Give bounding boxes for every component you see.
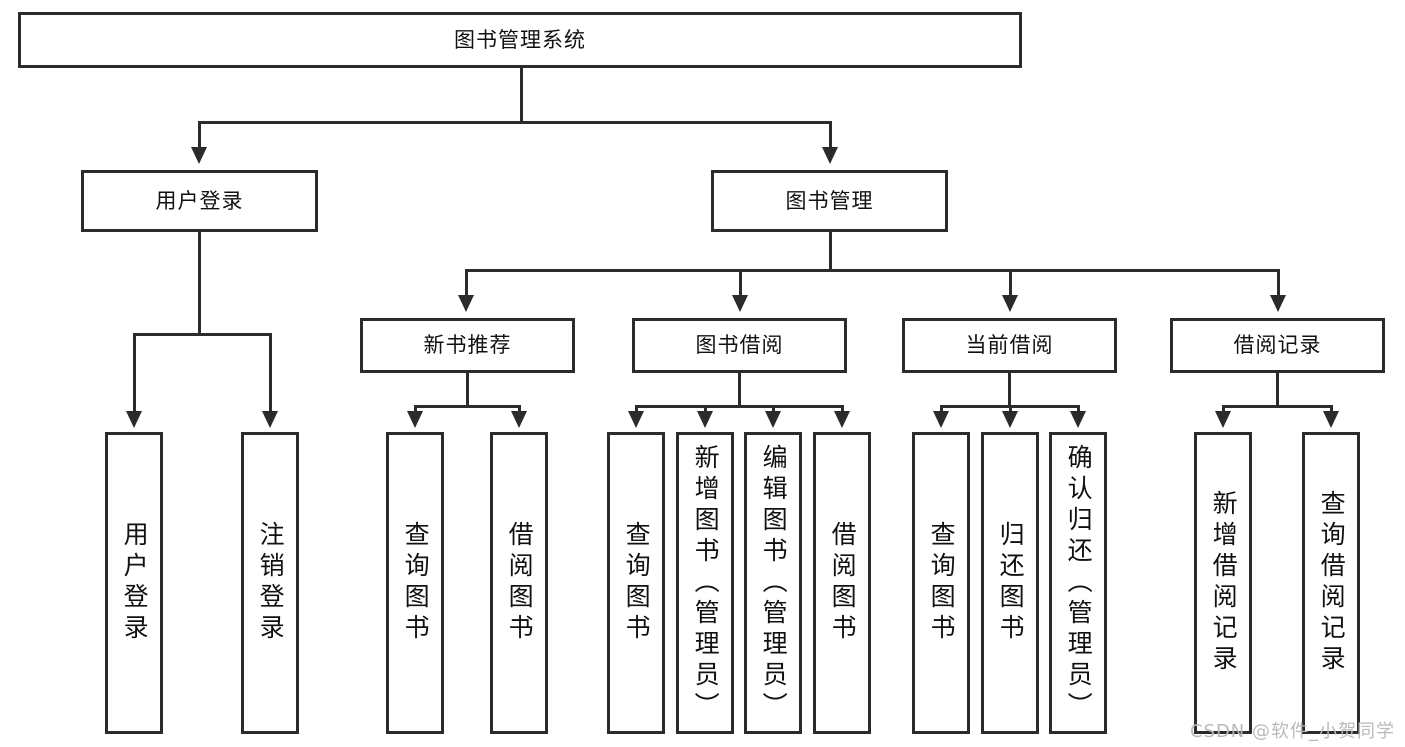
connector-nb-to-leaf-0 [414, 405, 417, 413]
node-root-book-management-system[interactable]: 图书管理系统 [18, 12, 1022, 68]
leaf-book-borrow-1[interactable]: 新增图书（管理员） [676, 432, 734, 734]
arrowhead-bb-to-leaf-0 [628, 411, 644, 428]
connector-root-stem [520, 68, 523, 124]
node-label: 确认归还（管理员） [1064, 443, 1094, 723]
node-label: 当前借阅 [965, 333, 1054, 358]
connector-book-management-stem [829, 232, 832, 272]
arrowhead-br-to-leaf-0 [1215, 411, 1231, 428]
connector-book-borrow-bus [635, 405, 844, 408]
connector-root-to-book-management [829, 121, 832, 149]
connector-root-bus [198, 121, 832, 124]
leaf-user-login-0[interactable]: 用户登录 [105, 432, 163, 734]
connector-bm-to-borrow-record [1277, 269, 1280, 297]
node-label: 查询图书 [622, 521, 652, 645]
node-label: 查询图书 [927, 521, 957, 645]
connector-bb-to-leaf-3 [841, 405, 844, 413]
connector-cb-to-leaf-2 [1077, 405, 1080, 413]
connector-bb-to-leaf-0 [635, 405, 638, 413]
arrowhead-user-login-to-leaf-0 [126, 411, 142, 428]
arrowhead-bb-to-leaf-3 [834, 411, 850, 428]
node-label: 查询借阅记录 [1317, 490, 1347, 676]
node-label: 用户登录 [120, 521, 150, 645]
connector-book-borrow-stem [738, 373, 741, 408]
leaf-current-borrow-1[interactable]: 归还图书 [981, 432, 1039, 734]
node-new-book-recommend[interactable]: 新书推荐 [360, 318, 575, 373]
arrowhead-bb-to-leaf-2 [765, 411, 781, 428]
arrowhead-bm-to-book-borrow [732, 295, 748, 312]
arrowhead-cb-to-leaf-0 [933, 411, 949, 428]
node-book-management[interactable]: 图书管理 [711, 170, 948, 232]
connector-br-to-leaf-1 [1330, 405, 1333, 413]
arrowhead-bm-to-new-book [458, 295, 474, 312]
connector-cb-to-leaf-0 [940, 405, 943, 413]
arrowhead-user-login-to-leaf-1 [262, 411, 278, 428]
node-current-borrow[interactable]: 当前借阅 [902, 318, 1117, 373]
connector-user-login-to-leaf-0 [133, 333, 136, 413]
arrowhead-nb-to-leaf-0 [407, 411, 423, 428]
node-label: 图书借阅 [695, 333, 784, 358]
leaf-book-borrow-3[interactable]: 借阅图书 [813, 432, 871, 734]
connector-user-login-stem [198, 232, 201, 336]
arrowhead-cb-to-leaf-2 [1070, 411, 1086, 428]
node-label: 新书推荐 [423, 333, 512, 358]
leaf-borrow-record-1[interactable]: 查询借阅记录 [1302, 432, 1360, 734]
leaf-book-borrow-2[interactable]: 编辑图书（管理员） [744, 432, 802, 734]
connector-current-borrow-stem [1008, 373, 1011, 408]
node-label: 新增图书（管理员） [691, 443, 721, 723]
connector-new-book-bus [414, 405, 521, 408]
leaf-new-book-recommend-0[interactable]: 查询图书 [386, 432, 444, 734]
connector-borrow-record-bus [1222, 405, 1333, 408]
node-label: 用户登录 [155, 188, 244, 213]
connector-bm-to-new-book [465, 269, 468, 297]
node-label: 借阅记录 [1233, 333, 1322, 358]
connector-user-login-to-leaf-1 [269, 333, 272, 413]
leaf-current-borrow-0[interactable]: 查询图书 [912, 432, 970, 734]
leaf-current-borrow-2[interactable]: 确认归还（管理员） [1049, 432, 1107, 734]
connector-root-to-user-login [198, 121, 201, 149]
connector-bm-to-current-borrow [1009, 269, 1012, 297]
leaf-new-book-recommend-1[interactable]: 借阅图书 [490, 432, 548, 734]
leaf-book-borrow-0[interactable]: 查询图书 [607, 432, 665, 734]
arrowhead-bb-to-leaf-1 [697, 411, 713, 428]
connector-bb-to-leaf-2 [772, 405, 775, 413]
arrowhead-br-to-leaf-1 [1323, 411, 1339, 428]
arrowhead-root-to-book-management [822, 147, 838, 164]
arrowhead-root-to-user-login [191, 147, 207, 164]
arrowhead-bm-to-current-borrow [1002, 295, 1018, 312]
connector-bb-to-leaf-1 [704, 405, 707, 413]
leaf-borrow-record-0[interactable]: 新增借阅记录 [1194, 432, 1252, 734]
connector-cb-to-leaf-1 [1009, 405, 1012, 413]
node-label: 图书管理系统 [454, 27, 586, 52]
connector-borrow-record-stem [1276, 373, 1279, 408]
node-label: 借阅图书 [505, 521, 535, 645]
node-label: 新增借阅记录 [1209, 490, 1239, 676]
connector-user-login-bus [133, 333, 272, 336]
connector-new-book-stem [466, 373, 469, 408]
connector-bm-to-book-borrow [739, 269, 742, 297]
node-label: 归还图书 [996, 521, 1026, 645]
connector-br-to-leaf-0 [1222, 405, 1225, 413]
node-label: 注销登录 [256, 521, 286, 645]
node-label: 图书管理 [785, 188, 874, 213]
connector-nb-to-leaf-1 [518, 405, 521, 413]
node-label: 查询图书 [401, 521, 431, 645]
arrowhead-nb-to-leaf-1 [511, 411, 527, 428]
leaf-user-login-1[interactable]: 注销登录 [241, 432, 299, 734]
node-label: 编辑图书（管理员） [759, 443, 789, 723]
arrowhead-cb-to-leaf-1 [1002, 411, 1018, 428]
node-book-borrow[interactable]: 图书借阅 [632, 318, 847, 373]
node-borrow-record[interactable]: 借阅记录 [1170, 318, 1385, 373]
arrowhead-bm-to-borrow-record [1270, 295, 1286, 312]
connector-book-management-bus [465, 269, 1280, 272]
node-user-login[interactable]: 用户登录 [81, 170, 318, 232]
node-label: 借阅图书 [828, 521, 858, 645]
